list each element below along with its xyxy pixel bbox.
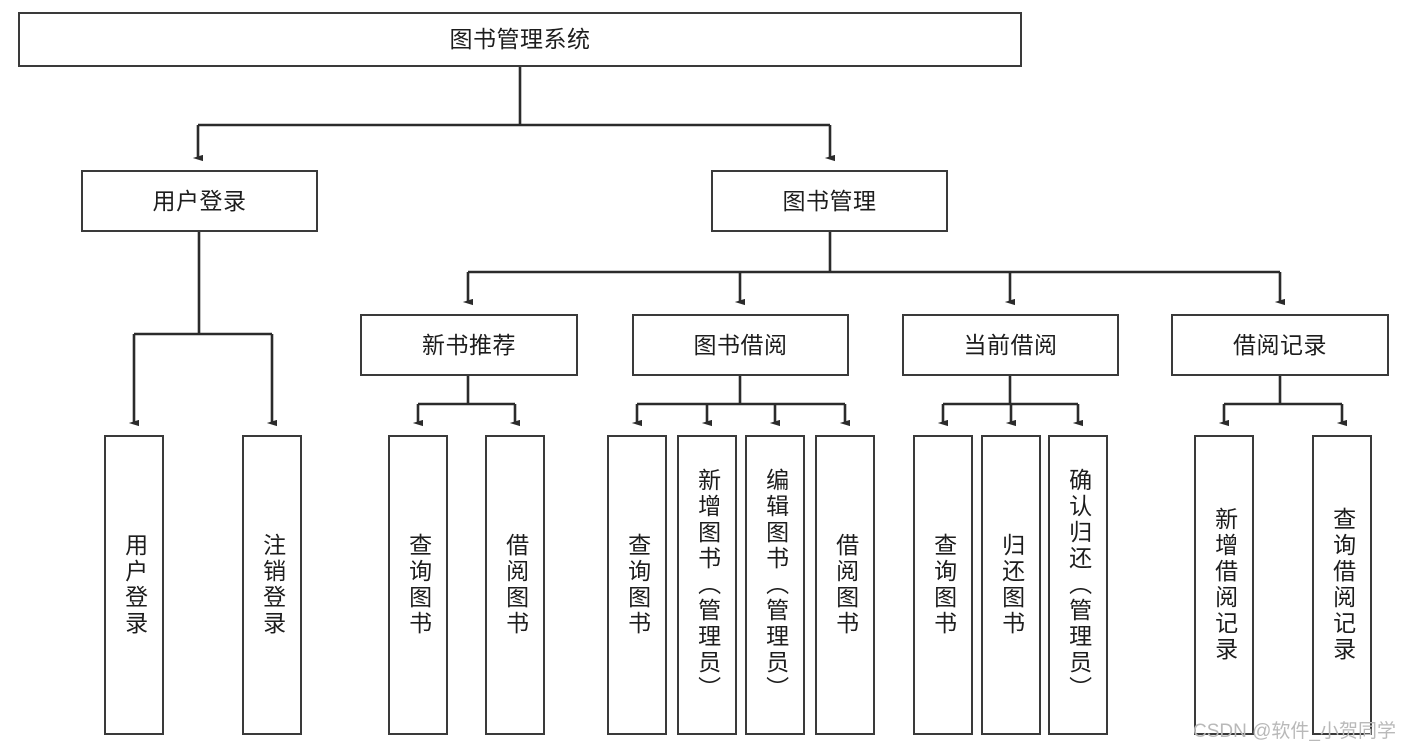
node-label: 用户登录 [121,533,148,637]
leaf-borrow-book-2[interactable]: 借阅图书 [815,435,875,735]
node-label: 图书管理系统 [449,26,591,52]
node-label: 用户登录 [152,187,247,214]
leaf-add-book-admin[interactable]: 新增图书（管理员） [677,435,737,735]
node-label: 图书管理 [782,187,877,214]
leaf-edit-book-admin[interactable]: 编辑图书（管理员） [745,435,805,735]
node-user-login[interactable]: 用户登录 [81,170,318,232]
leaf-query-borrow-record[interactable]: 查询借阅记录 [1312,435,1372,735]
leaf-borrow-book-1[interactable]: 借阅图书 [485,435,545,735]
node-label: 新书推荐 [422,331,516,358]
node-label: 查询借阅记录 [1329,507,1356,663]
node-label: 新增借阅记录 [1211,507,1238,663]
leaf-logout-login[interactable]: 注销登录 [242,435,302,735]
node-label: 查询图书 [405,533,432,637]
node-label: 图书借阅 [693,331,788,358]
node-root-system[interactable]: 图书管理系统 [18,12,1022,67]
node-label: 确认归还（管理员） [1065,468,1092,702]
node-book-borrow[interactable]: 图书借阅 [632,314,849,376]
leaf-query-book-1[interactable]: 查询图书 [388,435,448,735]
node-label: 借阅记录 [1233,331,1327,358]
node-label: 当前借阅 [963,331,1058,358]
node-current-borrow[interactable]: 当前借阅 [902,314,1119,376]
node-new-book-recommend[interactable]: 新书推荐 [360,314,578,376]
leaf-return-book[interactable]: 归还图书 [981,435,1041,735]
leaf-user-login[interactable]: 用户登录 [104,435,164,735]
leaf-add-borrow-record[interactable]: 新增借阅记录 [1194,435,1254,735]
leaf-query-book-2[interactable]: 查询图书 [607,435,667,735]
node-label: 借阅图书 [832,533,859,637]
node-book-management[interactable]: 图书管理 [711,170,948,232]
node-label: 注销登录 [259,533,286,637]
node-label: 新增图书（管理员） [694,468,721,702]
leaf-confirm-return-admin[interactable]: 确认归还（管理员） [1048,435,1108,735]
csdn-watermark: CSDN @软件_小贺同学 [1193,721,1396,742]
node-label: 归还图书 [998,533,1025,637]
node-label: 借阅图书 [502,533,529,637]
node-label: 查询图书 [930,533,957,637]
leaf-query-book-3[interactable]: 查询图书 [913,435,973,735]
node-label: 编辑图书（管理员） [762,468,789,702]
node-borrow-record[interactable]: 借阅记录 [1171,314,1389,376]
node-label: 查询图书 [624,533,651,637]
